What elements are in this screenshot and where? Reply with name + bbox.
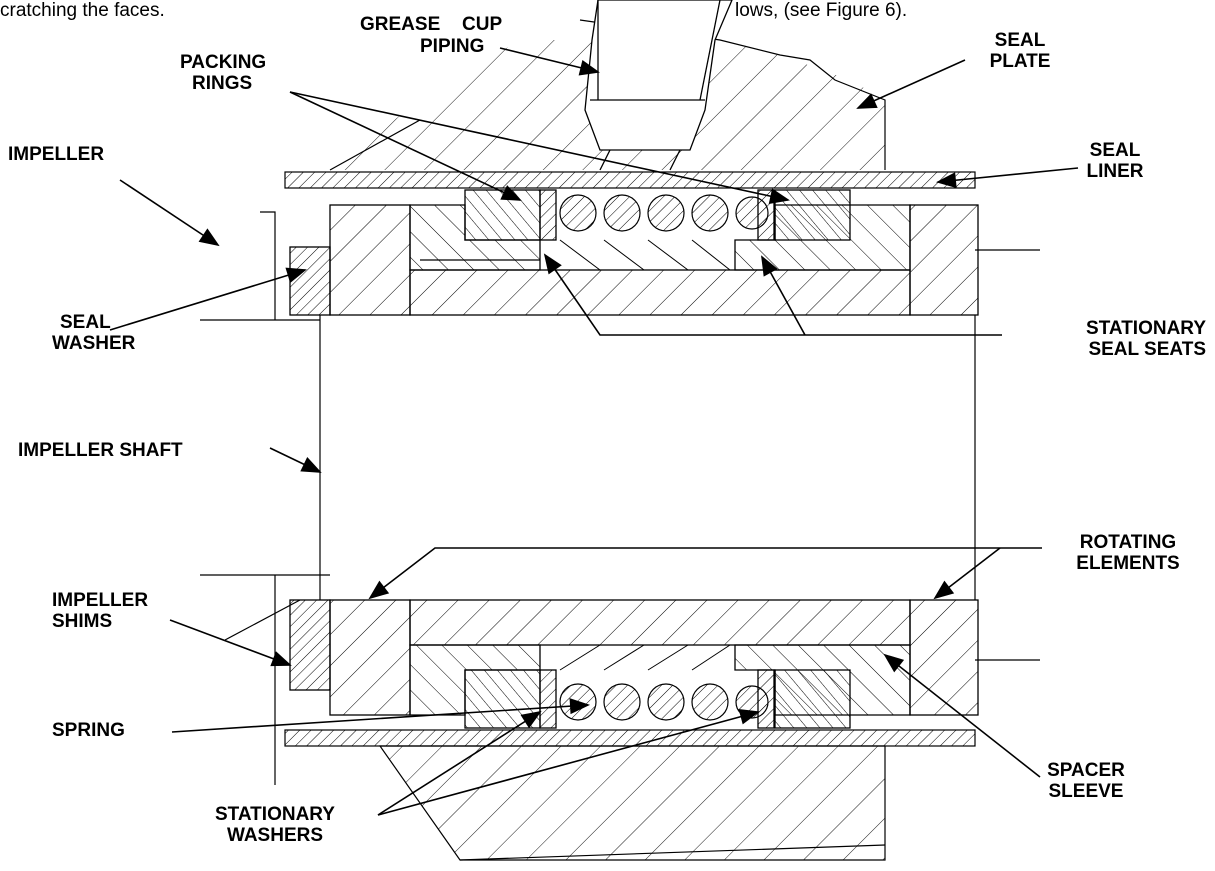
top-text-left: cratching the faces. (0, 0, 165, 21)
label-impeller: IMPELLER (8, 144, 105, 165)
lower-seal-section (289, 599, 979, 729)
label-grease: GREASE (360, 14, 441, 35)
label-impeller-shaft: IMPELLER SHAFT (18, 440, 183, 461)
label-cup: CUP (462, 14, 503, 35)
spring-upper (559, 194, 769, 232)
spring-lower (559, 683, 769, 721)
label-spring: SPRING (52, 720, 125, 741)
label-piping: PIPING (420, 36, 485, 57)
upper-seal-section (289, 189, 979, 316)
leader-lines (109, 47, 1079, 816)
seal-liner-lower (284, 729, 976, 747)
top-text-right: lows, (see Figure 6). (735, 0, 908, 21)
seal-liner (284, 171, 976, 189)
impeller (200, 211, 330, 785)
seal-plate-lower (378, 745, 886, 861)
